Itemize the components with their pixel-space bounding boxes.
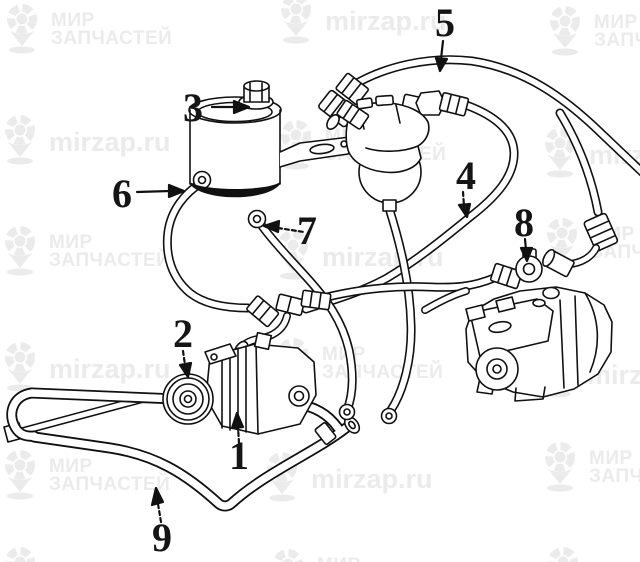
reservoir-drawing	[188, 80, 357, 198]
callout-8: 8	[514, 200, 534, 245]
reservoir-hose-drawing	[247, 209, 357, 421]
callout-2: 2	[173, 311, 193, 356]
callout-5: 5	[435, 0, 455, 45]
bulb-hose-drawing	[380, 203, 416, 425]
suction-bulb-drawing	[326, 94, 430, 212]
pipe-end-bead	[314, 422, 337, 446]
flange-elbow	[542, 248, 575, 278]
hex-fitting	[415, 90, 446, 116]
suction-hose-drawing	[162, 170, 253, 313]
callout-4: 4	[456, 153, 476, 198]
callout-7: 7	[297, 208, 317, 253]
banjo-hose-drawing	[232, 248, 543, 364]
callout-9: 9	[152, 515, 172, 560]
callout-6: 6	[112, 171, 132, 216]
gear-feed-hose-drawing	[542, 108, 619, 278]
callout-3: 3	[183, 85, 203, 130]
pump-drawing	[162, 331, 317, 435]
callout-1: 1	[229, 433, 249, 478]
steering-gear-drawing	[421, 286, 613, 402]
callout-arrows	[135, 39, 534, 524]
hose-crimp	[335, 72, 370, 106]
